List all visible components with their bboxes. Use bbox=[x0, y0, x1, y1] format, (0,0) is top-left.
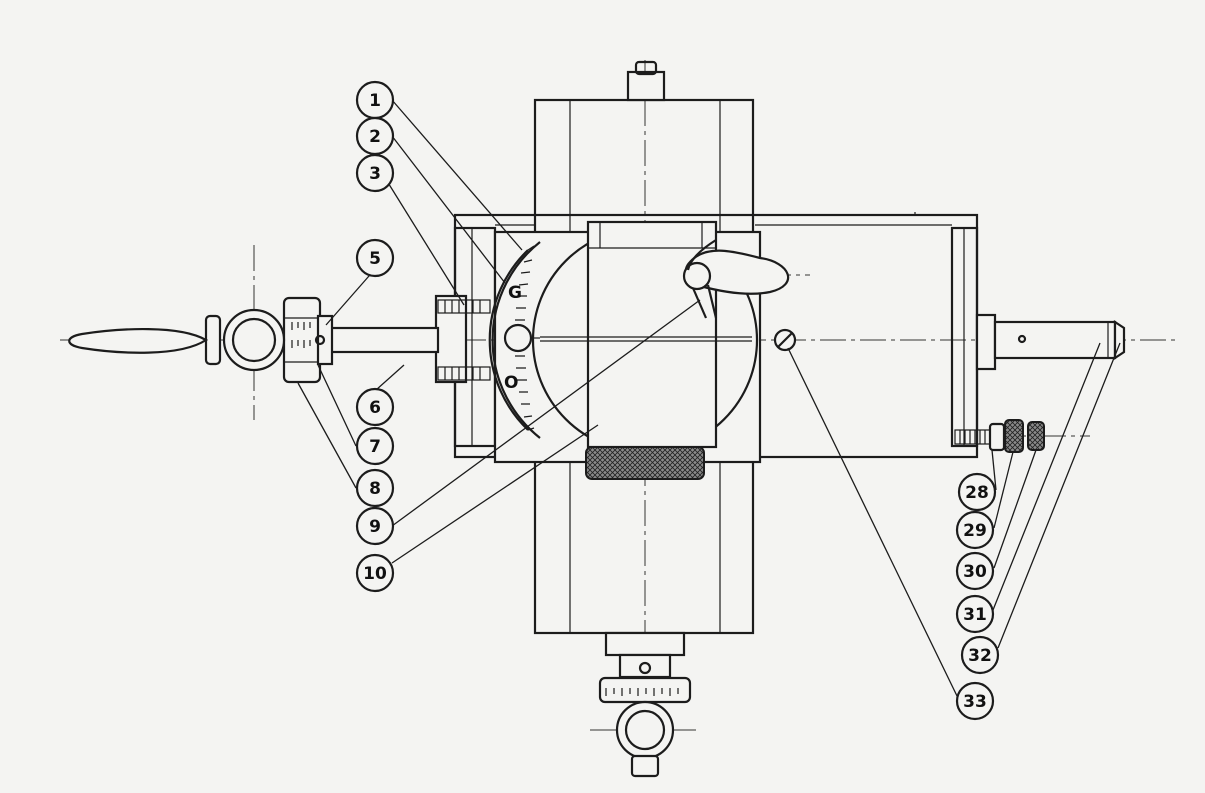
callout-3 bbox=[355, 153, 395, 193]
cross-feed-screw bbox=[68, 294, 491, 384]
callout-8 bbox=[355, 468, 395, 508]
callout-5-label: 5 bbox=[369, 249, 381, 269]
callout-28 bbox=[957, 472, 997, 512]
callout-7-label: 7 bbox=[369, 437, 381, 457]
callout-32 bbox=[960, 635, 1000, 675]
callout-6 bbox=[355, 387, 395, 427]
callout-33 bbox=[955, 681, 995, 721]
callout-6-label: 6 bbox=[369, 398, 381, 418]
right-shaft bbox=[975, 313, 1126, 371]
callout-30-label: 30 bbox=[963, 562, 987, 582]
svg-text:O: O bbox=[504, 373, 518, 393]
callout-1-label: 1 bbox=[369, 91, 381, 111]
callout-29 bbox=[955, 510, 995, 550]
callout-balloons: 1 2 3 5 6 7 8 9 10 28 29 30 31 32 33 bbox=[355, 80, 1000, 721]
callout-5 bbox=[355, 238, 395, 278]
callout-3-label: 3 bbox=[369, 164, 381, 184]
callout-28-label: 28 bbox=[965, 483, 989, 503]
callout-7 bbox=[355, 426, 395, 466]
clamp-screw bbox=[773, 328, 797, 352]
callout-31 bbox=[955, 594, 995, 634]
callout-2-label: 2 bbox=[369, 127, 381, 147]
lock-lever bbox=[682, 239, 790, 319]
callout-10 bbox=[355, 553, 395, 593]
callout-30 bbox=[955, 551, 995, 591]
svg-text:G: G bbox=[508, 283, 522, 303]
callout-32-label: 32 bbox=[968, 646, 992, 666]
longitudinal-feed-screw bbox=[598, 631, 692, 778]
gib-adjust-screw bbox=[954, 419, 1045, 453]
callout-9 bbox=[355, 506, 395, 546]
callout-8-label: 8 bbox=[369, 479, 381, 499]
callout-29-label: 29 bbox=[963, 521, 987, 541]
callout-9-label: 9 bbox=[369, 517, 381, 537]
callout-31-label: 31 bbox=[963, 605, 987, 625]
callout-10-label: 10 bbox=[363, 564, 387, 584]
callout-33-label: 33 bbox=[963, 692, 987, 712]
